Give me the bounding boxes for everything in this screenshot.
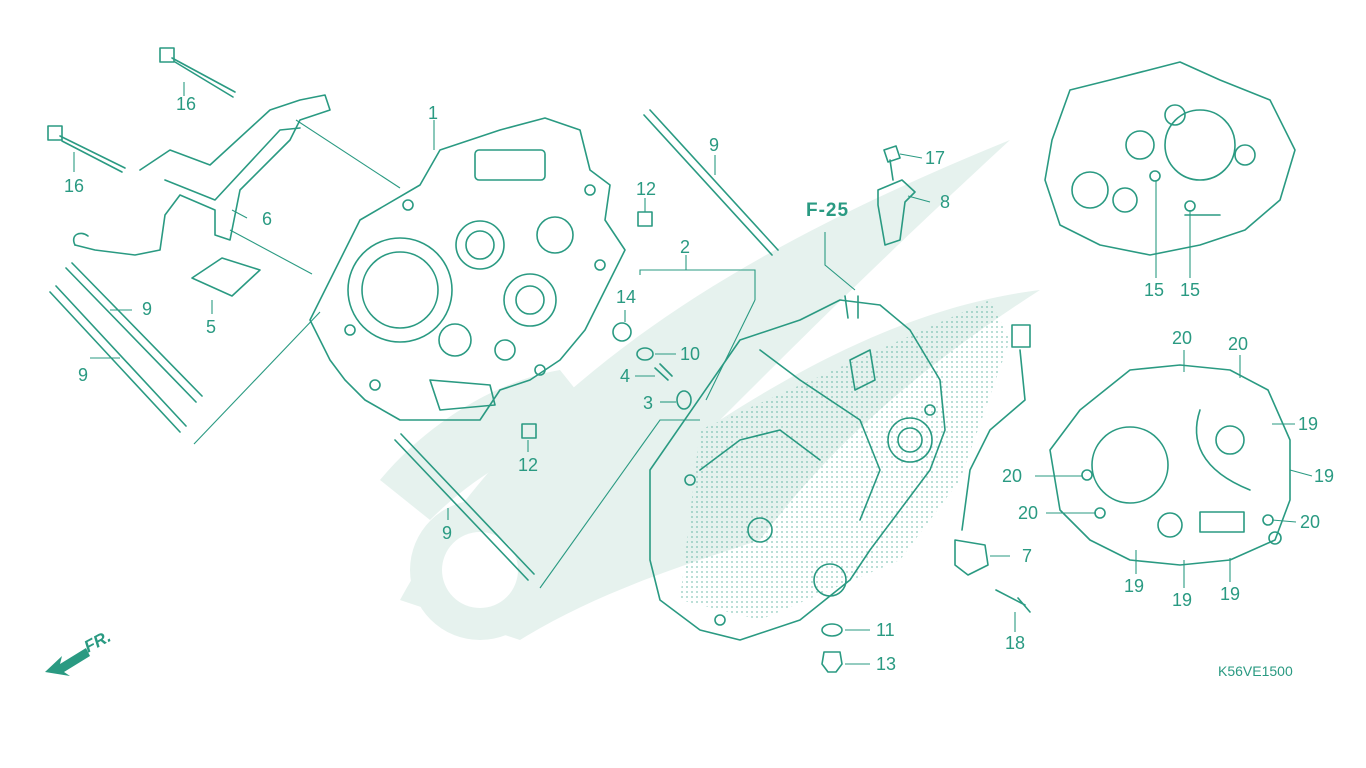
bolt-part-16-upper [159,47,236,98]
callout-9-b: 9 [78,365,89,385]
left-crankcase-half [309,117,626,421]
callout-16-a: 16 [176,94,197,114]
callout-6: 6 [262,209,273,229]
callout-19-c: 19 [1124,576,1145,596]
callout-20-d: 20 [1018,503,1039,523]
washer-part-11 [821,623,843,637]
callout-1: 1 [428,103,439,123]
callout-11: 11 [876,620,895,640]
bolt-part-17 [883,145,901,181]
bolt-part-18 [995,589,1031,613]
callout-19-b: 19 [1314,466,1335,486]
callout-19-d: 19 [1172,590,1193,610]
callout-17: 17 [925,148,946,168]
diagram-code: K56VE1500 [1218,663,1293,679]
stud-bolt-part-9-c [643,109,779,256]
crankcase-gasket-upper [1044,61,1296,256]
callout-12-a: 12 [636,179,657,199]
watermark-wing-logo [380,140,1040,640]
washer-part-10 [636,347,654,361]
callout-9-c: 9 [709,135,720,155]
callout-9-a: 9 [142,299,153,319]
stud-bolt-part-9-d [394,433,535,581]
leader-lines [73,82,1313,665]
callout-19-e: 19 [1220,584,1241,604]
callout-9-d: 9 [442,523,453,543]
callout-10: 10 [680,344,701,364]
spring-part-4 [654,363,673,381]
shaft-part-8 [877,179,916,246]
dowel-pin-part-12-lower [521,423,537,439]
callout-19-a: 19 [1298,414,1319,434]
bolt-part-16-lower [47,125,126,173]
stud-bolt-part-9-b [49,285,187,433]
stud-bolt-part-9-a [65,262,203,403]
callout-5: 5 [206,317,217,337]
callout-14: 14 [616,287,637,307]
plug-part-3 [676,390,692,410]
callout-4: 4 [620,366,631,386]
callout-12-b: 12 [518,455,539,475]
dowel-pin-part-12-upper [637,211,653,227]
crankcase-shading [680,300,1010,620]
callout-7: 7 [1022,546,1033,566]
callout-13: 13 [876,654,897,674]
crankcase-gasket-lower [1049,364,1291,566]
callout-20-e: 20 [1300,512,1321,532]
callout-15-b: 15 [1180,280,1201,300]
right-crankcase-half [649,295,946,641]
reference-label: F-25 [806,200,850,221]
bracket-part-6 [72,94,331,256]
drain-bolt-part-13 [821,651,843,673]
front-direction-arrow [45,648,90,676]
callout-16-b: 16 [64,176,85,196]
callout-15-a: 15 [1144,280,1165,300]
callout-8: 8 [940,192,951,212]
callout-2: 2 [680,237,691,257]
callout-20-c: 20 [1002,466,1023,486]
oil-seal-part-14 [612,322,632,342]
sensor-part-7 [954,324,1031,576]
callout-18: 18 [1005,633,1026,653]
callout-3: 3 [643,393,654,413]
callout-20-a: 20 [1172,328,1193,348]
filter-screen-part-5 [191,257,261,297]
callout-20-b: 20 [1228,334,1249,354]
